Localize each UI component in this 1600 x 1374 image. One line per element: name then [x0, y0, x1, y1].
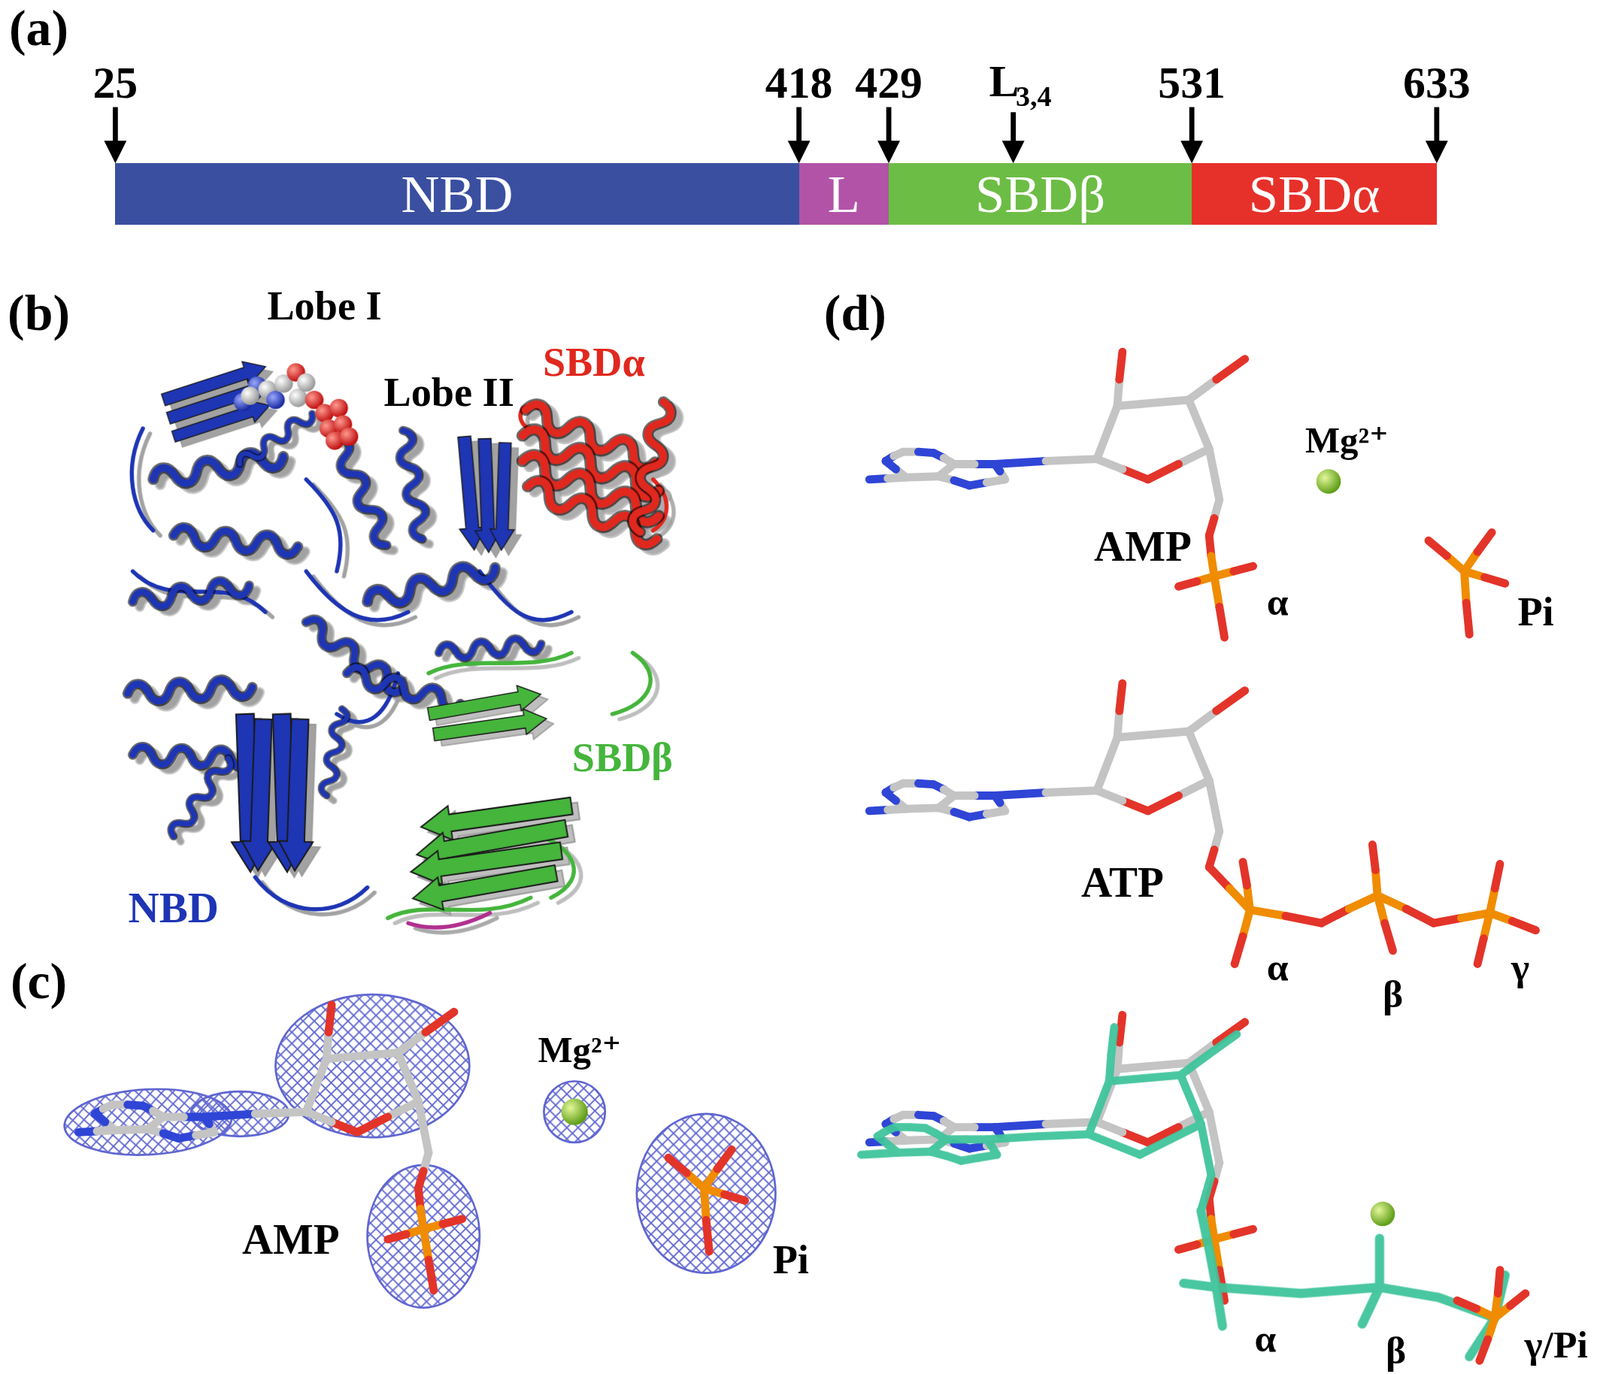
lobe-label: Lobe I	[266, 285, 382, 327]
phosphate-label: β	[1382, 975, 1404, 1015]
phosphate-label: α	[1266, 582, 1289, 622]
amp-sticks	[78, 1005, 746, 1291]
domain-name: SBDα	[1248, 167, 1380, 222]
amp-model	[869, 351, 1505, 638]
domain-name: NBD	[400, 167, 513, 222]
atp-model	[869, 683, 1536, 964]
molecule-label: Pi	[1517, 591, 1554, 633]
domain-name: SBDβ	[975, 167, 1106, 222]
loop-subscript: 3,4	[1015, 81, 1052, 111]
panel-letter: (d)	[824, 287, 887, 340]
protein-cartoon	[127, 354, 680, 933]
phosphate-label: γ/Pi	[1524, 1325, 1588, 1365]
domain-label: NBD	[128, 886, 219, 930]
domain-segment: SBDα	[1191, 163, 1437, 225]
domain-label: SBDβ	[572, 737, 673, 779]
superposition-model	[860, 1015, 1525, 1361]
lobe-label: Lobe II	[383, 372, 514, 413]
domain-segment: SBDβ	[888, 163, 1192, 225]
phosphate-label: γ	[1511, 948, 1530, 988]
panel-letter: (b)	[7, 287, 70, 340]
molecule-label: AMP	[1093, 524, 1192, 568]
panel-letter: (a)	[9, 3, 69, 55]
position-arrows	[103, 106, 1448, 164]
density-mesh	[62, 994, 776, 1309]
phosphate-label: α	[1266, 948, 1289, 988]
ion-label: Mg²⁺	[1305, 422, 1389, 460]
residue-number: 531	[1157, 60, 1226, 107]
nucleotide-spheres	[233, 363, 359, 450]
residue-number: 418	[765, 60, 834, 107]
domain-name: L	[827, 167, 861, 222]
domain-segment: L	[799, 163, 889, 225]
molecule-label: ATP	[1081, 860, 1164, 904]
residue-number: 633	[1403, 60, 1471, 107]
residue-number: 429	[854, 60, 923, 107]
residue-number: 25	[93, 60, 139, 107]
molecule-label: Pi	[772, 1239, 810, 1281]
ion-label: Mg²⁺	[537, 1032, 622, 1070]
phosphate-label: α	[1254, 1319, 1276, 1359]
panel-letter: (c)	[10, 956, 67, 1008]
loop-label: L	[989, 59, 1020, 105]
phosphate-label: β	[1385, 1331, 1407, 1371]
domain-label: SBDα	[542, 342, 646, 383]
molecule-label: AMP	[242, 1218, 340, 1261]
domain-segment: NBD	[115, 163, 799, 225]
